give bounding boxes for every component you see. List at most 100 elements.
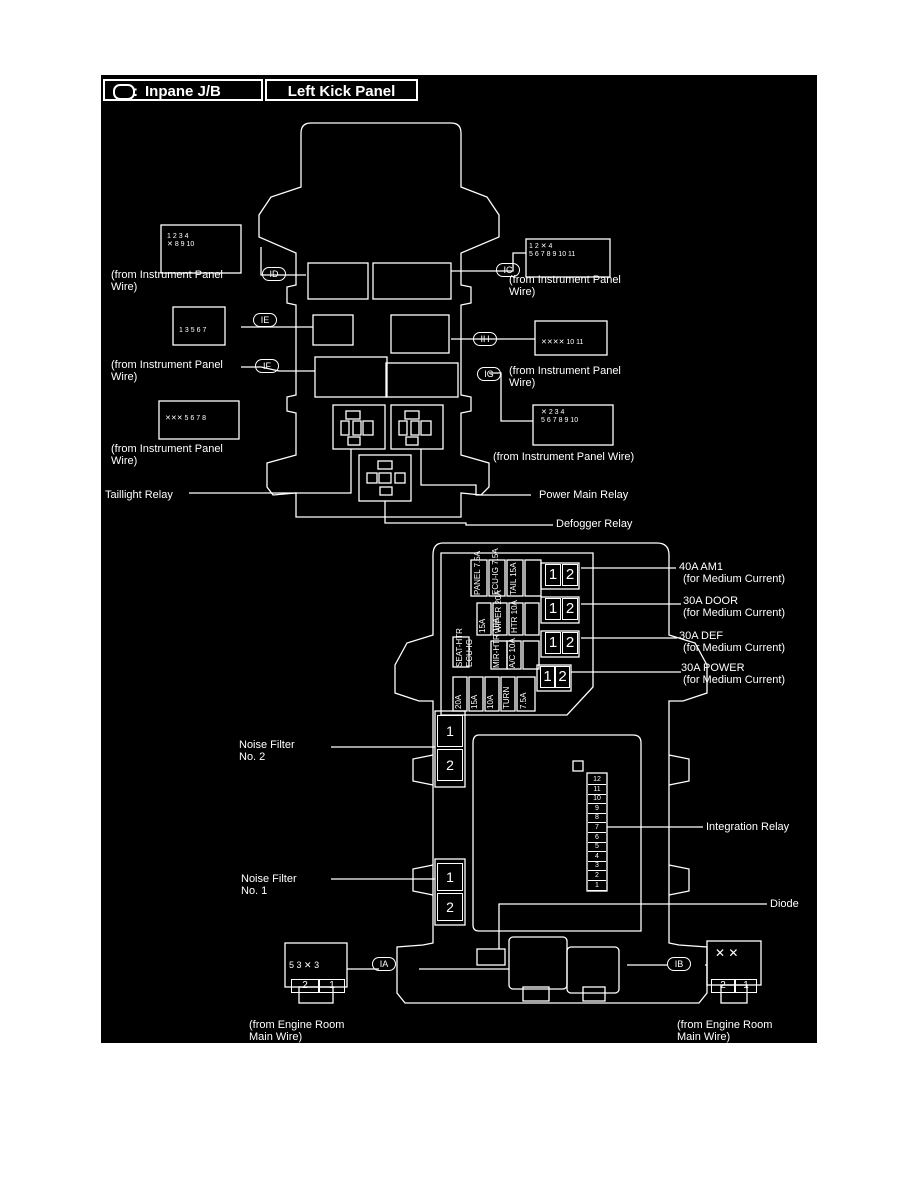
fusible-link-name-3: 30A DEF [679,630,724,642]
fuse-col2-3: 10A [486,694,495,709]
connector-code-IB: IB [667,957,691,971]
taillight-relay-label: Taillight Relay [105,489,173,501]
integration-relay-pin: 2 [588,871,606,881]
IC-pins: 1 2 ✕ 4 5 6 7 8 9 10 11 [529,243,576,258]
connector-IE [172,306,226,346]
cavity-ID [307,262,369,300]
fuse-col1-1: 15A [478,618,487,633]
integration-relay-pin: 5 [588,842,606,853]
fuse-col2-0: ECU-IG 7.5A [491,548,500,595]
junction-block-diagram: : Inpane J/B Left Kick Panel [101,75,817,1043]
connector-IF [158,400,240,440]
fusible-link-1-pin-2: 2 [562,564,578,586]
connector-label-IH: (from Instrument Panel Wire) [509,365,621,389]
IE-pins: 1 3 5 6 7 [179,327,207,334]
fuse-col1-3: 15A [470,694,479,709]
fusible-link-note-2: (for Medium Current) [683,607,786,619]
IA-pins-top: 5 3 ✕ 3 [289,960,320,970]
connector-label-IC: (from Instrument Panel Wire) [509,274,621,298]
integration-relay-pin: 12 [588,775,606,785]
diode-socket [476,948,506,966]
cavity-power-main-relay [390,404,444,450]
header-title: Inpane J/B [145,83,221,100]
noise-filter-1-label: Noise Filter No. 1 [241,873,297,897]
upper-block-outline [258,122,500,518]
integration-relay-pin: 9 [588,804,606,814]
connector-code-IF: IF [255,359,279,373]
cavity-IF [314,356,388,398]
IB-pins-top: ✕ ✕ [715,946,739,960]
power-main-relay-label: Power Main Relay [539,489,629,501]
IF-pins: ✕✕✕ 5 6 7 8 [165,415,207,422]
connector-label-IG: (from Instrument Panel Wire) [493,451,635,463]
header-separator: : [133,83,138,100]
diode-label: Diode [770,898,799,910]
fusible-link-2-pin-2: 2 [562,598,578,620]
connector-code-IC: IC [496,263,520,277]
fusible-link-note-1: (for Medium Current) [683,573,786,585]
fusible-link-note-4: (for Medium Current) [683,674,786,686]
fusible-link-3-pin-2: 2 [562,632,578,654]
connector-IH [534,320,608,356]
integration-relay-pin: 11 [588,785,606,795]
connector-code-ID: ID [262,267,286,281]
connector-label-IE: (from Instrument Panel Wire) [111,359,223,383]
connector-IG [532,404,614,446]
fuse-misc-0: SEAT-HTR [455,628,464,667]
noise-filter-2-label: Noise Filter No. 2 [239,739,295,763]
fuse-col1-2: 20A [454,694,463,709]
fuse-col3-3: 7.5A [519,692,528,709]
header-location: Left Kick Panel [265,79,418,101]
connector-label-IA: (from Engine Room Main Wire) [249,1019,345,1043]
integration-relay-pin: 1 [588,881,606,891]
ID-pins: 1 2 3 4 ✕ 8 9 10 [167,233,195,248]
connector-IC [525,238,611,278]
cavity-IH [390,314,450,354]
connector-label-IF: (from Instrument Panel Wire) [111,443,223,467]
fusible-link-2-pin-1: 1 [545,598,561,620]
cavity-IC [372,262,452,300]
taillight-leader [189,449,352,494]
IG-pins: ✕ 2 3 4 5 6 7 8 9 10 [541,409,579,424]
cavity-IB [566,946,620,994]
defogger-relay-label: Defogger Relay [556,518,633,530]
noise-filter-1-pin-2: 2 [437,893,463,921]
noise-filter-2-pin-1: 1 [437,715,463,747]
integration-relay-pin: 10 [588,794,606,805]
integration-relay-strip [586,772,608,892]
integration-relay-pin: 6 [588,833,606,843]
cavity-IE [312,314,354,346]
connector-code-IE: IE [253,313,277,327]
fusible-link-name-4: 30A POWER [681,662,745,674]
fuse-col3-1: HTR 10A [510,600,519,633]
fuse-col2-2: MIR-HTR 10A [492,617,501,668]
lower-block-outline [394,542,708,1004]
fusible-link-4-pin-2: 2 [555,666,570,688]
diode-leader [498,903,767,949]
connector-ID [160,224,242,274]
noise-filter-1-pin-1: 1 [437,863,463,891]
fusible-link-3-pin-1: 1 [545,632,561,654]
IH-pins: ✕✕✕✕ 10 11 [541,339,584,346]
junction-block-drawing [158,122,767,1004]
connector-symbol-icon [113,84,135,100]
fusible-link-4-pin-1: 1 [540,666,555,688]
integration-relay-pin: 8 [588,813,606,824]
cavity-taillight-relay [332,404,386,450]
fuse-col1-0: PANEL 7.5A [473,550,482,595]
fuse-misc-1: ECU-IG [465,639,474,667]
fusible-link-1-pin-1: 1 [545,564,561,586]
cavity-IG [385,362,459,398]
fuse-col3-0: TAIL 15A [509,562,518,595]
integration-relay-pin: 4 [588,852,606,862]
power-main-leader [420,449,531,496]
fuse-misc-2: TURN [502,686,511,709]
fusible-link-note-3: (for Medium Current) [683,642,786,654]
connector-code-IG: IG [477,367,501,381]
connector-code-IH: IH [473,332,497,346]
fuse-panel-outline [440,552,594,716]
cavity-IA [508,936,568,990]
integration-relay-pin: 3 [588,861,606,872]
fusible-link-name-2: 30A DOOR [683,595,739,607]
